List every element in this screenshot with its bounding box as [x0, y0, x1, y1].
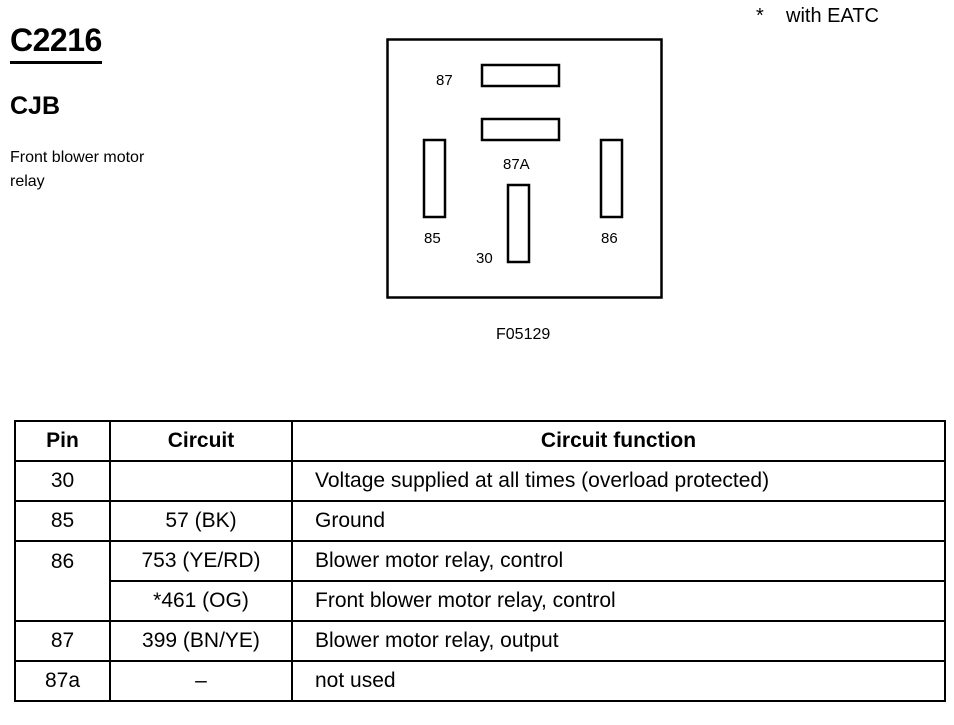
circuit-cell: – [109, 660, 293, 702]
pin-87a-terminal [480, 117, 561, 142]
pin-cell: 85 [14, 500, 111, 542]
column-header-circuit: Circuit [109, 420, 293, 462]
function-cell: Voltage supplied at all times (overload … [291, 460, 946, 502]
circuit-cell: *461 (OG) [109, 580, 293, 622]
function-cell: Ground [291, 500, 946, 542]
table-row: *461 (OG) Front blower motor relay, cont… [14, 580, 946, 622]
circuit-cell [109, 460, 293, 502]
pin-cell: 86 [14, 540, 111, 581]
function-cell: Front blower motor relay, control [291, 580, 946, 622]
pin-85-label: 85 [424, 230, 441, 247]
column-header-pin: Pin [14, 420, 111, 462]
circuit-cell: 753 (YE/RD) [109, 540, 293, 582]
pin-cell: 87 [14, 620, 111, 662]
connector-description: Front blower motor relay [10, 149, 145, 190]
pin-86-label: 86 [601, 230, 618, 247]
function-cell: Blower motor relay, output [291, 620, 946, 662]
pin-86-terminal [599, 138, 624, 219]
pin-cell: 30 [14, 460, 111, 502]
pin-87-label: 87 [436, 72, 453, 89]
pin-cell: 87a [14, 660, 111, 702]
circuit-cell: 57 (BK) [109, 500, 293, 542]
table-header-row: Pin Circuit Circuit function [14, 420, 946, 462]
footnote: * with EATC [756, 5, 879, 27]
pinout-table: Pin Circuit Circuit function 30 Voltage … [14, 420, 946, 702]
figure-id: F05129 [496, 326, 551, 343]
function-cell: not used [291, 660, 946, 702]
table-row: 30 Voltage supplied at all times (overlo… [14, 460, 946, 502]
relay-connector-diagram: 87 87A 85 86 30 [386, 38, 663, 299]
table-row: 87a – not used [14, 660, 946, 702]
pin-30-terminal [506, 183, 531, 264]
function-cell: Blower motor relay, control [291, 540, 946, 582]
table-row: 87 399 (BN/YE) Blower motor relay, outpu… [14, 620, 946, 662]
circuit-cell: 399 (BN/YE) [109, 620, 293, 662]
connector-outline [386, 38, 663, 299]
connector-id: C2216 [10, 22, 102, 64]
table-row: 86 753 (YE/RD) Blower motor relay, contr… [14, 540, 946, 582]
pin-87a-label: 87A [503, 156, 530, 173]
connector-location: CJB [10, 92, 61, 120]
pin-30-label: 30 [476, 250, 493, 267]
column-header-function: Circuit function [291, 420, 946, 462]
pin-85-terminal [422, 138, 447, 219]
table-row: 85 57 (BK) Ground [14, 500, 946, 542]
pin-87-terminal [480, 63, 561, 88]
pin-cell [14, 581, 111, 622]
